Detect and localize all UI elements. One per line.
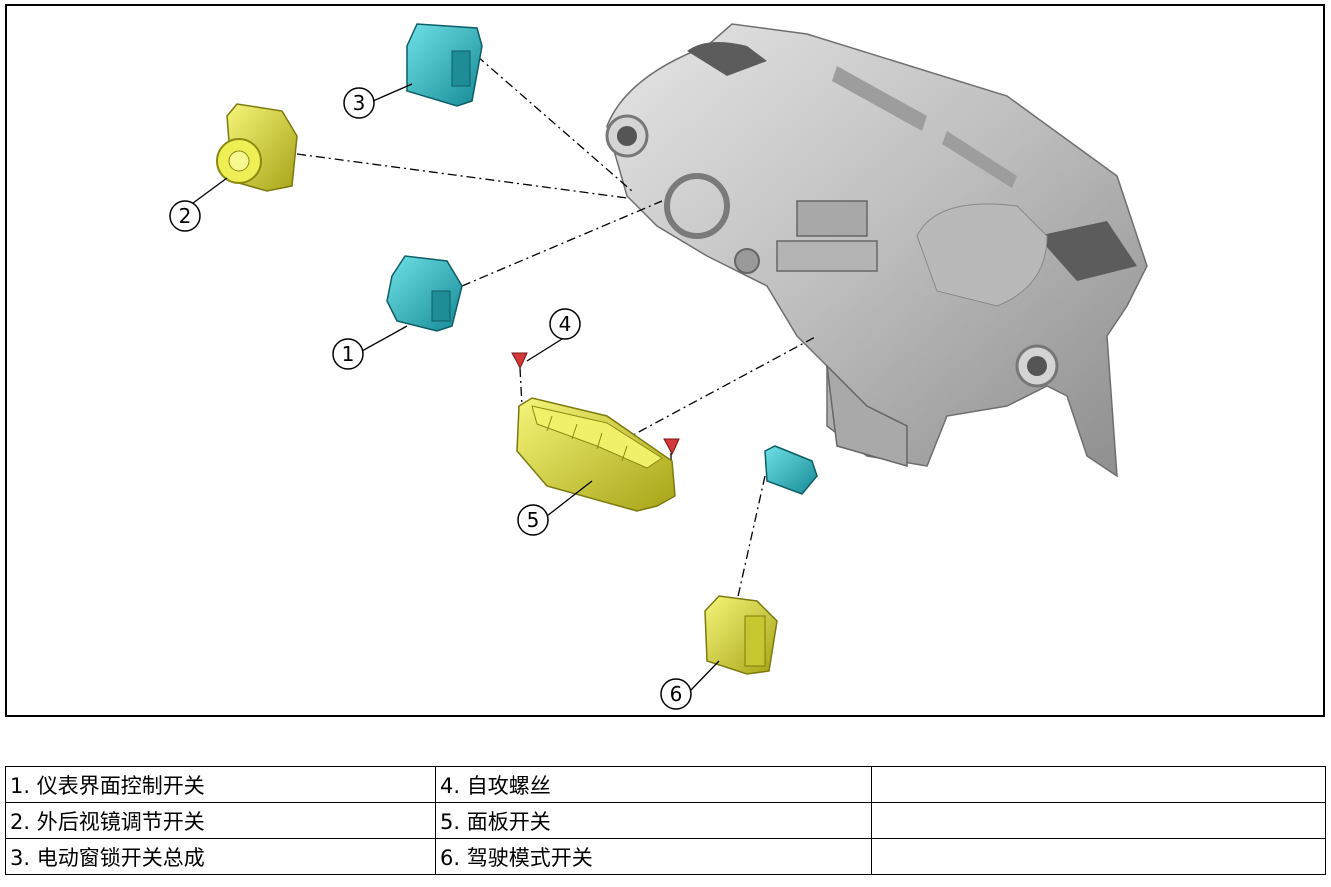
legend-cell: 4. 自攻螺丝 [435,766,872,803]
callout-6: 6 [660,678,692,710]
svg-text:2: 2 [179,204,192,228]
svg-text:4: 4 [559,312,572,336]
dashboard-part [605,23,1148,478]
screw-part [511,352,680,456]
legend-cell [871,838,1326,875]
switch-part [216,103,298,192]
legend-cell: 6. 驾驶模式开关 [435,838,872,875]
switch-part [516,397,676,512]
legend-cell [871,802,1326,839]
svg-text:1: 1 [342,342,355,366]
switch-part [704,595,778,675]
callout-leaders [188,83,720,692]
table-row: 1. 仪表界面控制开关 4. 自攻螺丝 [5,766,1326,803]
svg-text:6: 6 [670,682,683,706]
table-row: 3. 电动窗锁开关总成 6. 驾驶模式开关 [5,838,1326,875]
switch-part [406,23,483,107]
callout-1: 1 [332,338,364,370]
svg-text:5: 5 [527,508,540,532]
callout-3: 3 [343,87,375,119]
diagram-frame: 1 2 3 4 5 6 [5,4,1325,717]
callout-4: 4 [549,308,581,340]
legend-cell: 3. 电动窗锁开关总成 [5,838,436,875]
legend-cell: 5. 面板开关 [435,802,872,839]
legend-cell: 2. 外后视镜调节开关 [5,802,436,839]
switch-part [386,255,463,332]
svg-text:3: 3 [353,91,366,115]
table-row: 2. 外后视镜调节开关 5. 面板开关 [5,802,1326,839]
parts-legend-table: 1. 仪表界面控制开关 4. 自攻螺丝 2. 外后视镜调节开关 5. 面板开关 … [5,766,1326,875]
callout-5: 5 [517,504,549,536]
callout-2: 2 [169,200,201,232]
legend-cell: 1. 仪表界面控制开关 [5,766,436,803]
legend-cell [871,766,1326,803]
exploded-parts-diagram: 1 2 3 4 5 6 [169,23,1148,710]
switch-part [764,445,818,495]
